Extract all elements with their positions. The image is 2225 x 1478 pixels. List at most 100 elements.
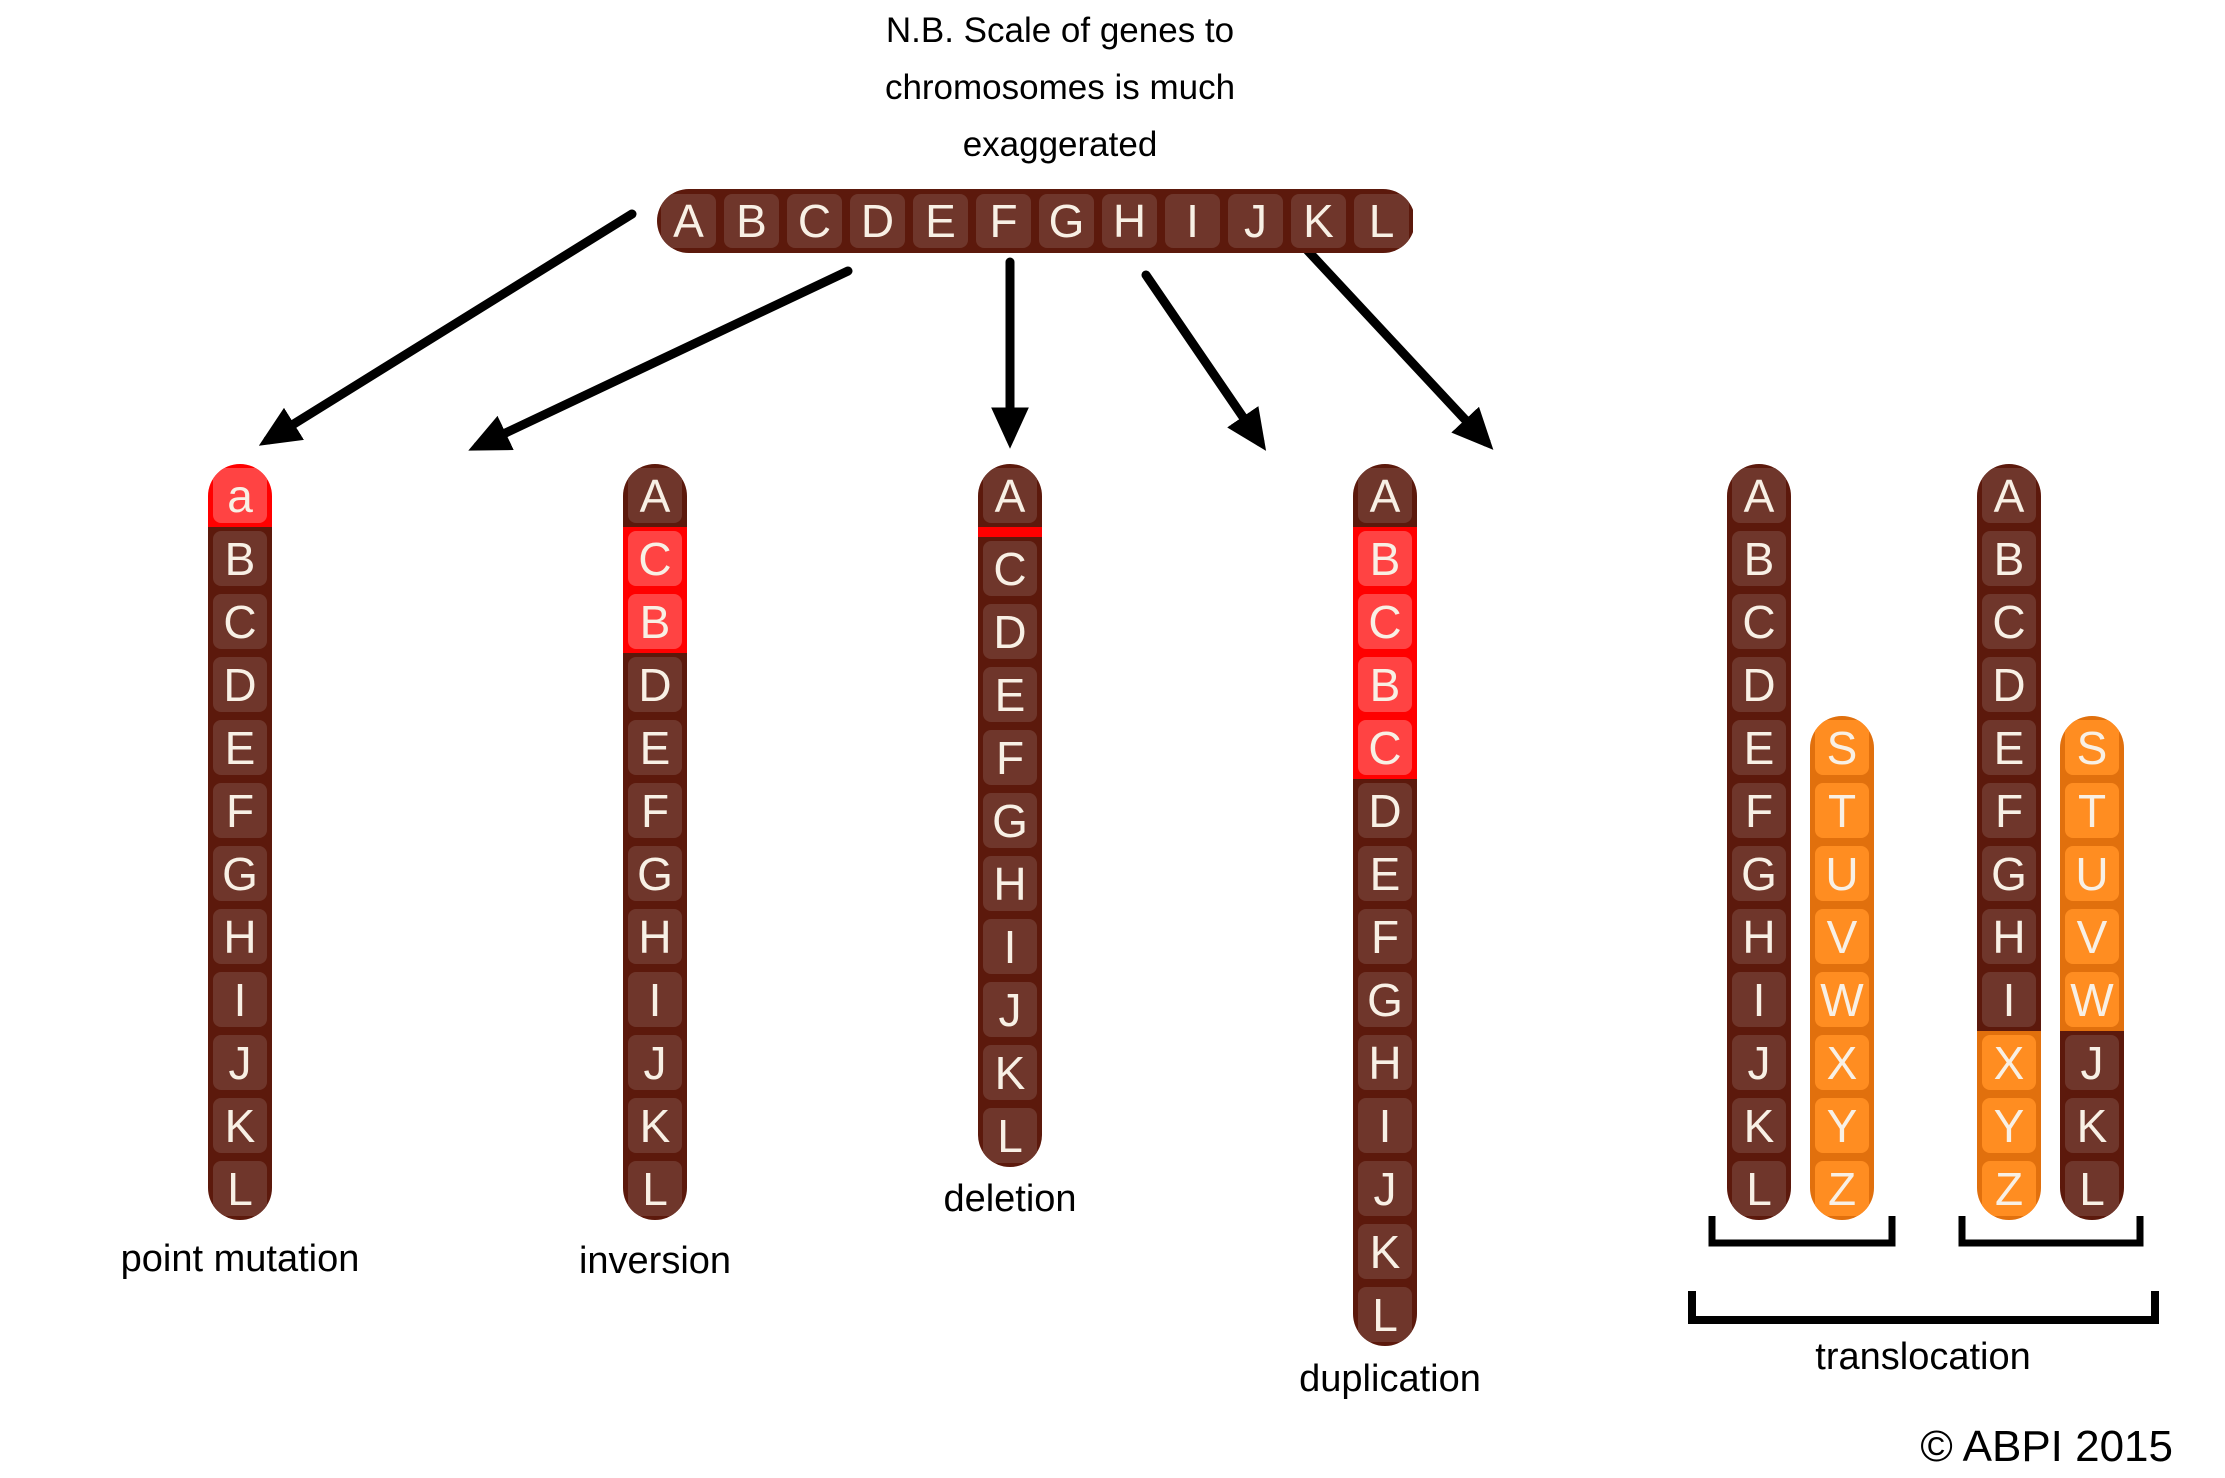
gene-segment-J: J xyxy=(1353,1157,1417,1220)
gene-segment-L: L xyxy=(623,1157,687,1220)
gene-segment-G: G xyxy=(623,842,687,905)
gene-segment-J: J xyxy=(208,1031,272,1094)
gene-segment-C: C xyxy=(208,590,272,653)
gene-segment-D: D xyxy=(1353,779,1417,842)
gene-segment-C: C xyxy=(1353,590,1417,653)
gene-segment-I: I xyxy=(1727,968,1791,1031)
translocation-pair1-bracket xyxy=(1708,1216,1896,1247)
gene-segment-H: H xyxy=(1098,189,1161,253)
gene-segment-H: H xyxy=(978,852,1042,915)
gene-segment-L: L xyxy=(1350,189,1413,253)
gene-segment-E: E xyxy=(909,189,972,253)
translocation-pair2-bracket xyxy=(1958,1216,2144,1247)
gene-segment-F: F xyxy=(972,189,1035,253)
gene-segment-D: D xyxy=(208,653,272,716)
gene-segment-G: G xyxy=(1727,842,1791,905)
deletion-label: deletion xyxy=(943,1178,1077,1220)
translocation-group-bracket xyxy=(1688,1291,2159,1324)
gene-segment-I: I xyxy=(1353,1094,1417,1157)
gene-segment-E: E xyxy=(623,716,687,779)
gene-segment-I: I xyxy=(208,968,272,1031)
gene-segment-G: G xyxy=(1353,968,1417,1031)
gene-segment-B: B xyxy=(623,590,687,653)
gene-segment-E: E xyxy=(978,663,1042,726)
gene-segment-H: H xyxy=(1977,905,2041,968)
gene-segment-J: J xyxy=(1224,189,1287,253)
gene-segment-H: H xyxy=(623,905,687,968)
gene-segment-A: A xyxy=(623,464,687,527)
gene-segment-K: K xyxy=(208,1094,272,1157)
gene-segment-X: X xyxy=(1810,1031,1874,1094)
gene-segment-E: E xyxy=(1977,716,2041,779)
gene-segment-Y: Y xyxy=(1977,1094,2041,1157)
inversion-label: inversion xyxy=(578,1240,732,1282)
gene-segment-S: S xyxy=(1810,716,1874,779)
gene-segment-H: H xyxy=(1353,1031,1417,1094)
gene-segment-J: J xyxy=(2060,1031,2124,1094)
gene-segment-C: C xyxy=(978,537,1042,600)
arrow-to-translocation xyxy=(1276,217,1494,450)
gene-segment-A: A xyxy=(1977,464,2041,527)
gene-segment-I: I xyxy=(623,968,687,1031)
gene-segment-A: A xyxy=(657,189,720,253)
gene-segment-T: T xyxy=(2060,779,2124,842)
gene-segment-Y: Y xyxy=(1810,1094,1874,1157)
translocation-label: translocation xyxy=(1815,1336,2031,1378)
gene-segment-D: D xyxy=(623,653,687,716)
gene-segment-A: A xyxy=(1727,464,1791,527)
gene-segment-D: D xyxy=(846,189,909,253)
gene-segment-Z: Z xyxy=(1810,1157,1874,1220)
point-mutation-label: point mutation xyxy=(120,1238,360,1280)
gene-segment-C: C xyxy=(1977,590,2041,653)
gene-segment-X: X xyxy=(1977,1031,2041,1094)
gene-segment-L: L xyxy=(208,1157,272,1220)
gene-segment-K: K xyxy=(2060,1094,2124,1157)
gene-segment-V: V xyxy=(1810,905,1874,968)
gene-segment-D: D xyxy=(978,600,1042,663)
gene-segment-E: E xyxy=(208,716,272,779)
gene-segment-I: I xyxy=(1161,189,1224,253)
gene-segment-B: B xyxy=(1353,653,1417,716)
gene-segment-B: B xyxy=(720,189,783,253)
gene-segment-G: G xyxy=(1035,189,1098,253)
gene-segment-S: S xyxy=(2060,716,2124,779)
gene-segment-F: F xyxy=(623,779,687,842)
gene-segment-F: F xyxy=(208,779,272,842)
arrow-to-point-mutation xyxy=(258,209,637,446)
gene-segment-F: F xyxy=(1727,779,1791,842)
gene-segment-Z: Z xyxy=(1977,1157,2041,1220)
arrow-to-inversion xyxy=(468,266,853,451)
gene-segment-B: B xyxy=(208,527,272,590)
gene-segment-A: A xyxy=(978,464,1042,527)
gene-segment-B: B xyxy=(1977,527,2041,590)
gene-segment-W: W xyxy=(1810,968,1874,1031)
gene-segment-I: I xyxy=(1977,968,2041,1031)
arrow-to-duplication xyxy=(1141,270,1267,451)
gene-segment-U: U xyxy=(1810,842,1874,905)
gene-segment-K: K xyxy=(1287,189,1350,253)
gene-segment-T: T xyxy=(1810,779,1874,842)
gene-segment-A: A xyxy=(1353,464,1417,527)
scale-note-line2: chromosomes is much xyxy=(884,68,1236,107)
gene-segment-G: G xyxy=(1977,842,2041,905)
gene-segment-C: C xyxy=(783,189,846,253)
scale-note-line1: N.B. Scale of genes to xyxy=(885,11,1235,50)
gene-segment-L: L xyxy=(1727,1157,1791,1220)
gene-segment-G: G xyxy=(978,789,1042,852)
gene-segment-a: a xyxy=(208,464,272,527)
gene-segment-C: C xyxy=(623,527,687,590)
gene-segment-C: C xyxy=(1727,590,1791,653)
gene-segment-U: U xyxy=(2060,842,2124,905)
gene-segment-H: H xyxy=(1727,905,1791,968)
gene-segment-E: E xyxy=(1353,842,1417,905)
gene-segment-L: L xyxy=(2060,1157,2124,1220)
gene-segment-J: J xyxy=(623,1031,687,1094)
gene-segment-E: E xyxy=(1727,716,1791,779)
